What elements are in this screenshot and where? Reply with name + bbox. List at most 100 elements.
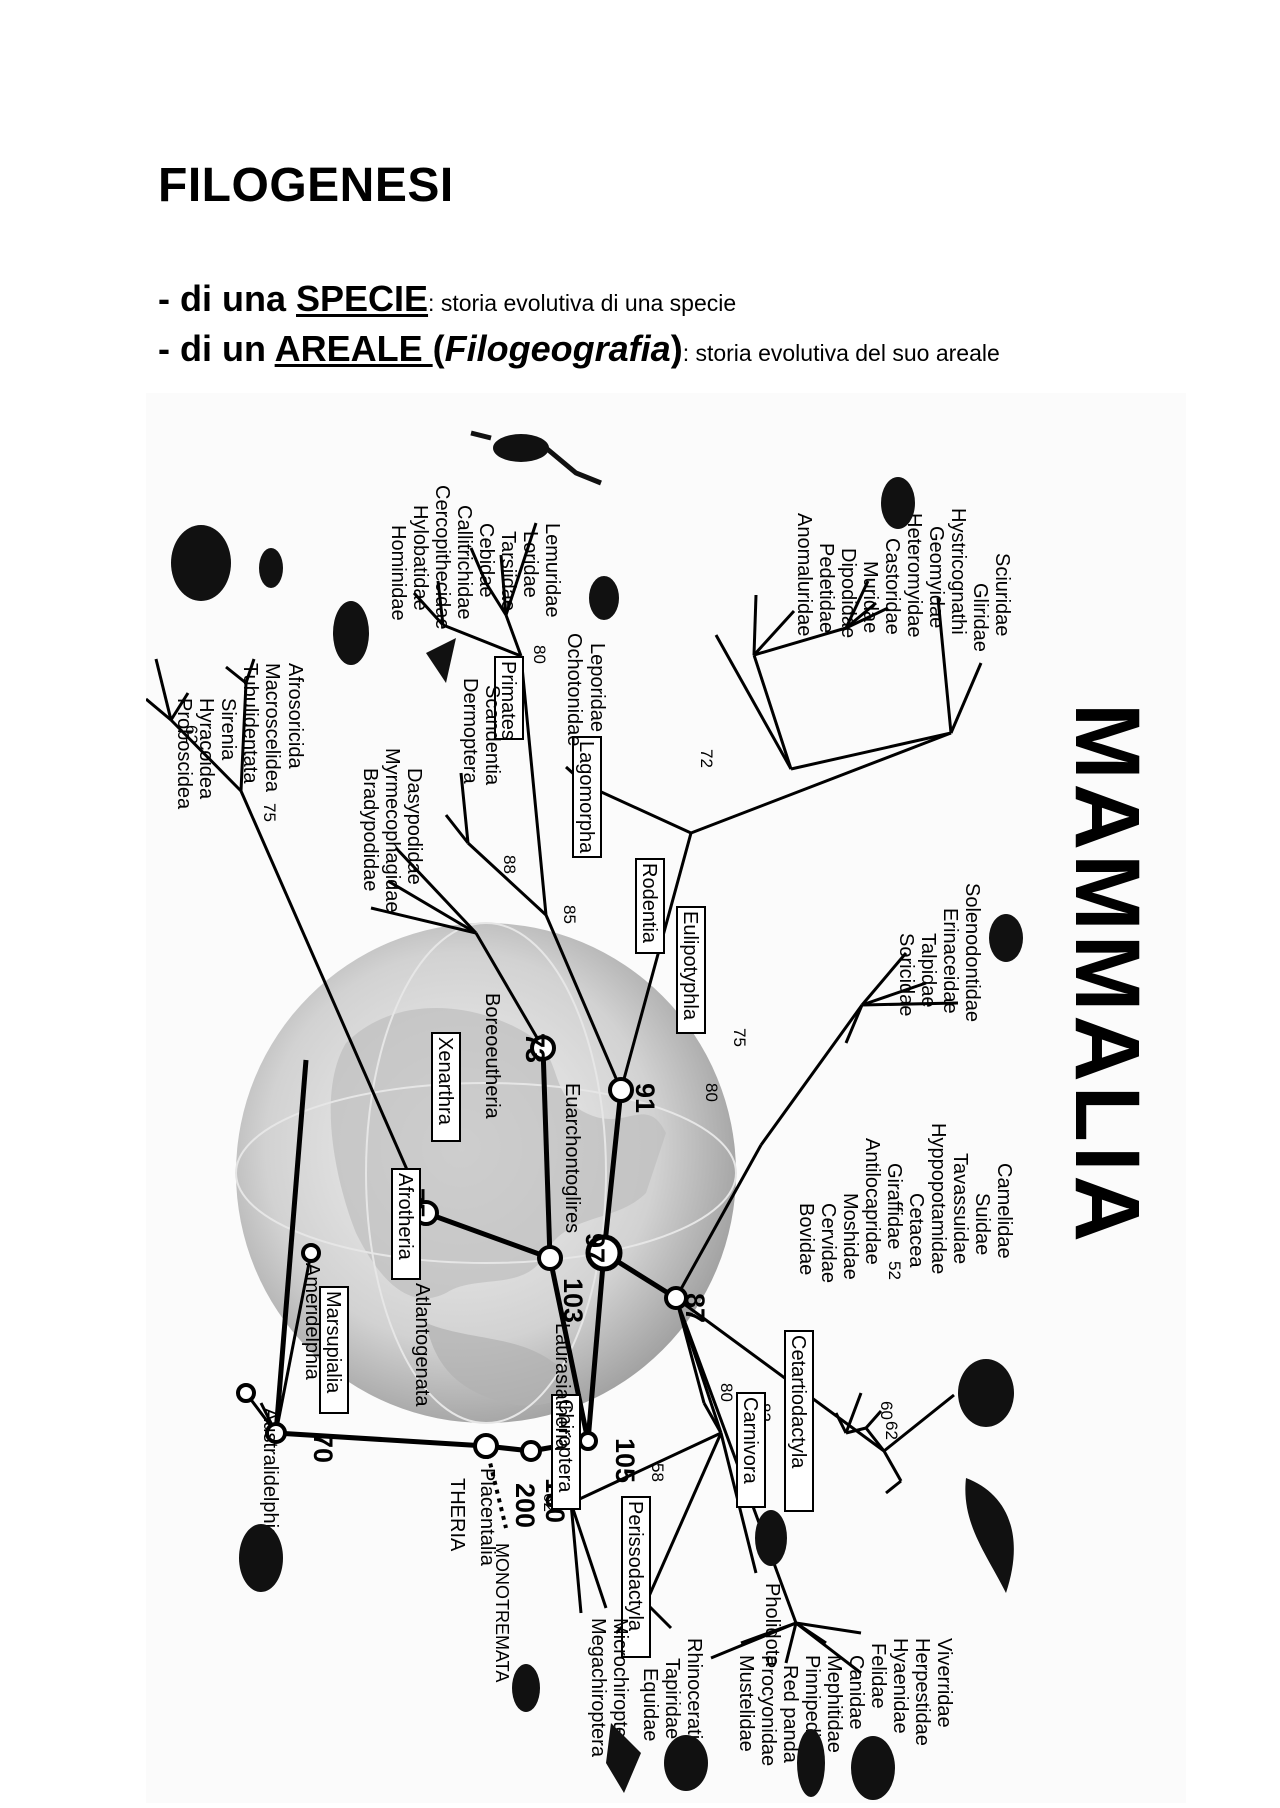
age-monotremata: 200 [510, 1483, 540, 1528]
leaf-dermoptera: Dermoptera [459, 678, 481, 784]
definition-areal: - di un AREALE (Filogeografia): storia e… [158, 328, 1000, 370]
box-afrotheria: Afrotheria [391, 1168, 421, 1280]
leaf-megachiroptera: Megachiroptera [587, 1618, 609, 1758]
box-lagomorpha: Lagomorpha [572, 736, 602, 858]
svg-text:Carnivora: Carnivora [739, 1397, 761, 1485]
leaf-hyppopotamidae: Hyppopotamidae [927, 1123, 949, 1274]
age-primates: 80 [530, 645, 549, 664]
leaf-procyonidae: Procyonidae [757, 1655, 779, 1766]
label-boreoeutheria: Boreoeutheria [481, 993, 503, 1120]
leaf-ochotonidae: Ochotonidae [563, 633, 585, 746]
leaf-pholidota: Pholidota [761, 1583, 783, 1667]
svg-text:Marsupialia: Marsupialia [322, 1291, 344, 1394]
leaf-myrmecophagidae: Myrmecophagidae [381, 748, 403, 913]
lagomorph-icon [589, 576, 619, 620]
leaf-tavassuidae: Tavassuidae [949, 1153, 971, 1264]
leaf-solenodontidae: Solenodontidae [961, 883, 983, 1022]
branch-ages: 62 75 80 88 85 72 75 80 75 80 82 58 62 5… [182, 645, 904, 1512]
hyrax-icon [259, 548, 283, 588]
leaf-microchiroptera: Microchiroptera [609, 1618, 631, 1757]
age-atlantogenata: 103 [558, 1278, 588, 1323]
page-title: FILOGENESI [158, 159, 454, 212]
age-cetart3: 52 [885, 1261, 904, 1280]
leaf-muridae: Muridae [859, 561, 881, 633]
leaf-viverridae: Viverridae [933, 1638, 955, 1728]
leaf-bradypodidae: Bradypodidae [359, 768, 381, 891]
seal-icon [797, 1729, 825, 1797]
box-chiroptera: Chiroptera [551, 1394, 581, 1510]
age-placentalia: 105 [610, 1438, 640, 1483]
age-dermoptera: 88 [500, 855, 519, 874]
age-xenarthra: 73 [520, 1033, 550, 1063]
definition-text: : storia evolutiva del suo areale [682, 340, 1000, 366]
leaf-scandentia: Scandentia [481, 685, 503, 786]
horse-icon [664, 1735, 708, 1791]
svg-text:Xenarthra: Xenarthra [434, 1037, 456, 1126]
line-prefix: - di una [158, 278, 296, 319]
term-areale: AREALE [274, 328, 433, 369]
age-cetart1: 60 [877, 1401, 896, 1420]
hedgehog-icon [989, 914, 1023, 962]
leaf-suidae: Suidae [971, 1193, 993, 1255]
leaf-felidae: Felidae [867, 1643, 889, 1709]
leaf-hylobatidae: Hylobatidae [409, 505, 431, 611]
leaf-hominidae: Hominidae [387, 525, 409, 621]
leaf-hyracoidea: Hyracoidea [195, 698, 217, 800]
box-cetartiodactyla: Cetartiodactyla [784, 1330, 814, 1512]
bat-icon [606, 1723, 641, 1793]
label-atlantogenata: Atlantogenata [411, 1283, 433, 1407]
pangolin-icon [755, 1510, 787, 1566]
box-rodentia: Rodentia [635, 858, 665, 954]
label-laurasiatheria: Laurasiatheria [551, 1323, 573, 1451]
leaf-geomyidae: Geomyidae [925, 526, 947, 628]
leaf-erinaceidae: Erinaceidae [939, 908, 961, 1014]
box-primates: Primates [494, 656, 524, 740]
box-xenarthra: Xenarthra [431, 1032, 461, 1142]
leaf-antilocapridae: Antilocapridae [861, 1138, 883, 1265]
node-ages: 130 200 105 103 97 91 87 75 73 70 [308, 1033, 710, 1528]
age-cetart2: 62 [882, 1421, 901, 1440]
kangaroo-icon [239, 1524, 283, 1592]
leaf-proboscidea: Proboscidea [173, 698, 195, 810]
mammalia-phylogeny-figure: 130 200 105 103 97 91 87 75 73 70 62 75 … [146, 393, 1186, 1803]
leaf-ameridelphia: Ameridelphia [301, 1263, 323, 1381]
figure-heading: MAMMALIA [1056, 703, 1158, 1246]
age-perissodactyla: 58 [648, 1463, 667, 1482]
svg-text:Rodentia: Rodentia [638, 863, 660, 944]
paren-open: ( [432, 328, 445, 369]
leaf-taxa: Afrosoricida Macroscelidea Tubulidentata… [173, 485, 1015, 1773]
boxed-orders: Primates Lagomorpha Rodentia Eulipotyphl… [319, 656, 814, 1658]
clade-labels: Boreoeutheria Euarchontoglires Atlantoge… [411, 993, 583, 1567]
rodent-icon [881, 477, 915, 529]
tree-nodes [236, 1035, 688, 1462]
leaf-moshidae: Moshidae [839, 1193, 861, 1280]
age-euarchontoglires: 91 [630, 1083, 660, 1113]
leaf-pedetidae: Pedetidae [815, 543, 837, 633]
leaf-mustelidae: Mustelidae [735, 1655, 757, 1752]
leaf-sciuridae: Sciuridae [991, 553, 1013, 636]
age-eulipotyphla: 80 [702, 1083, 721, 1102]
age-afrotheria-sub: 75 [260, 803, 279, 822]
leaf-herpestidae: Herpestidae [911, 1638, 933, 1746]
leaf-hyaenidae: Hyaenidae [889, 1638, 911, 1734]
leaf-monotremata: MONOTREMATA [492, 1543, 512, 1682]
anteater-icon [333, 601, 369, 665]
age-laura1: 80 [717, 1383, 736, 1402]
paren-close: ) [670, 328, 683, 369]
age-rodentia: 72 [697, 749, 716, 768]
leaf-talpidae: Talpidae [917, 933, 939, 1008]
leaf-australidelphia: Australidelphia [259, 1408, 281, 1540]
age-marsupialia: 70 [308, 1433, 338, 1463]
age-boreoeutheria: 97 [580, 1233, 610, 1263]
definition-species: - di una SPECIE: storia evolutiva di una… [158, 278, 736, 320]
svg-text:Perissodactyla: Perissodactyla [624, 1501, 646, 1632]
label-theria: THERIA [446, 1478, 468, 1552]
label-euarchontoglires: Euarchontoglires [561, 1083, 583, 1233]
leaf-heteromyidae: Heteromyidae [903, 513, 925, 638]
leaf-cetacea: Cetacea [905, 1193, 927, 1268]
leaf-tubulidentata: Tubulidentata [239, 663, 261, 784]
leaf-dipodidae: Dipodidae [837, 548, 859, 638]
leaf-cebidae: Cebidae [475, 523, 497, 598]
animal-silhouettes [171, 430, 1023, 1800]
bear-icon [851, 1736, 895, 1800]
